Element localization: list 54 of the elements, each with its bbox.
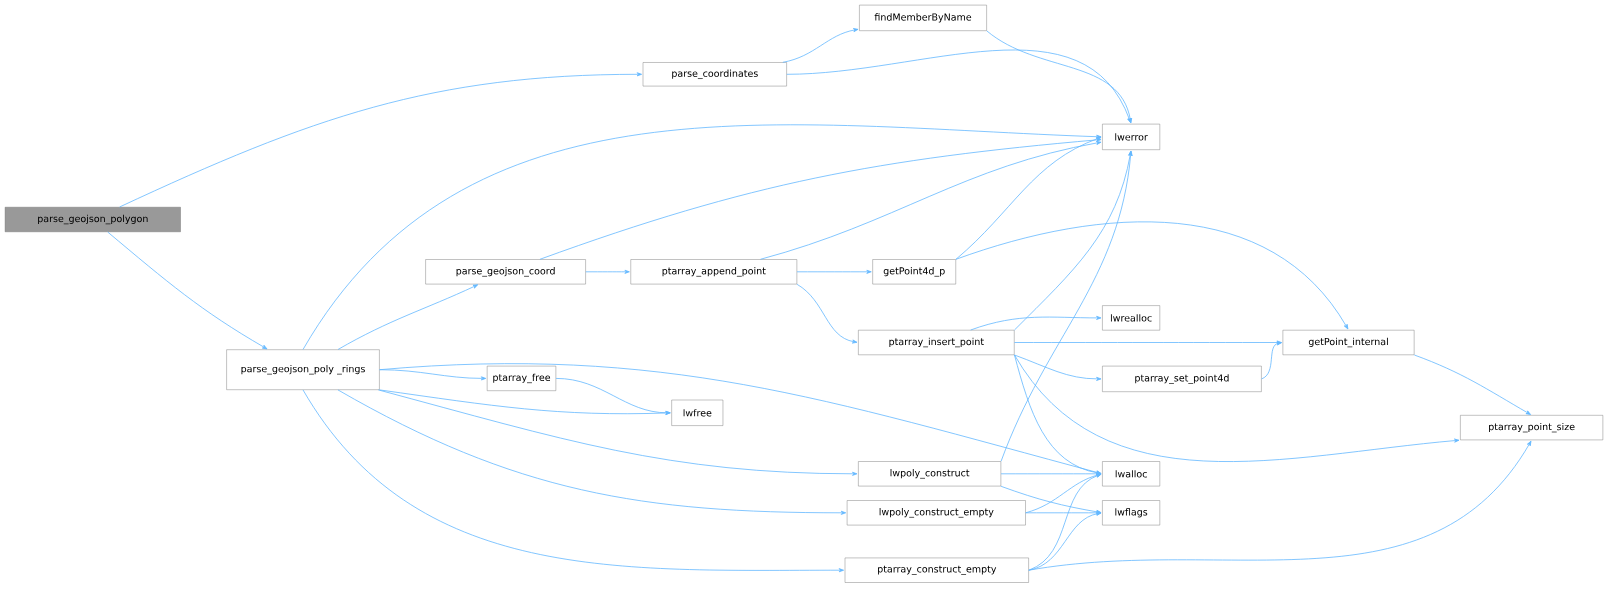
arrow: [796, 283, 858, 344]
arrow: [1025, 473, 1102, 514]
arrow: [955, 221, 1349, 330]
arrow: [1014, 340, 1282, 345]
function-box: getPoint4d_p: [872, 259, 956, 285]
function-box: ptarray_free: [486, 365, 557, 391]
arrow: [337, 284, 479, 350]
arrow: [986, 30, 1133, 124]
function-box: lwpoly_construct_empty: [846, 500, 1026, 526]
function-box: ptarray_append_point: [630, 259, 798, 285]
arrow: [796, 269, 872, 274]
arrow: [107, 231, 268, 350]
arrow: [302, 389, 844, 573]
arrow: [1014, 354, 1102, 475]
function-box: lwpoly_construct: [858, 461, 1002, 487]
function-box: parse_geojson_polygon: [4, 207, 181, 232]
function-box: lwalloc: [1102, 461, 1160, 487]
arrow: [1014, 354, 1102, 381]
function-box: parse_geojson_coord: [425, 259, 586, 285]
arrow: [970, 315, 1102, 331]
arrow: [1028, 473, 1102, 571]
arrow: [1025, 510, 1102, 515]
arrow: [1014, 150, 1133, 331]
function-box: ptarray_set_point4d: [1102, 365, 1262, 392]
arrow: [119, 72, 642, 208]
arrow: [955, 136, 1102, 260]
arrow: [302, 124, 1102, 350]
arrow: [1028, 440, 1532, 571]
arrow: [1413, 354, 1531, 415]
arrow: [539, 137, 1102, 260]
arrow: [786, 49, 1132, 124]
function-box: lwerror: [1102, 123, 1160, 150]
function-box: getPoint_internal: [1282, 330, 1415, 355]
arrow: [1261, 341, 1282, 380]
function-box: lwrealloc: [1102, 305, 1160, 331]
arrow: [379, 363, 1102, 475]
arrow: [555, 378, 671, 415]
arrow: [1000, 485, 1102, 514]
function-box: lwfree: [671, 399, 724, 426]
function-box: parse_geojson_poly _rings: [226, 349, 380, 390]
arrow: [377, 389, 858, 476]
arrow: [1000, 150, 1133, 462]
function-box: findMemberByName: [859, 4, 987, 31]
function-box: lwflags: [1102, 500, 1160, 526]
arrow: [782, 28, 859, 63]
arrow: [1014, 354, 1460, 462]
arrow: [585, 269, 630, 274]
function-box: ptarray_point_size: [1460, 415, 1604, 441]
function-box: ptarray_insert_point: [858, 330, 1015, 355]
arrow: [760, 141, 1102, 260]
arrow: [379, 389, 671, 415]
arrow: [337, 389, 847, 515]
function-box: ptarray_construct_empty: [844, 557, 1029, 583]
function-box: parse_coordinates: [642, 62, 787, 87]
